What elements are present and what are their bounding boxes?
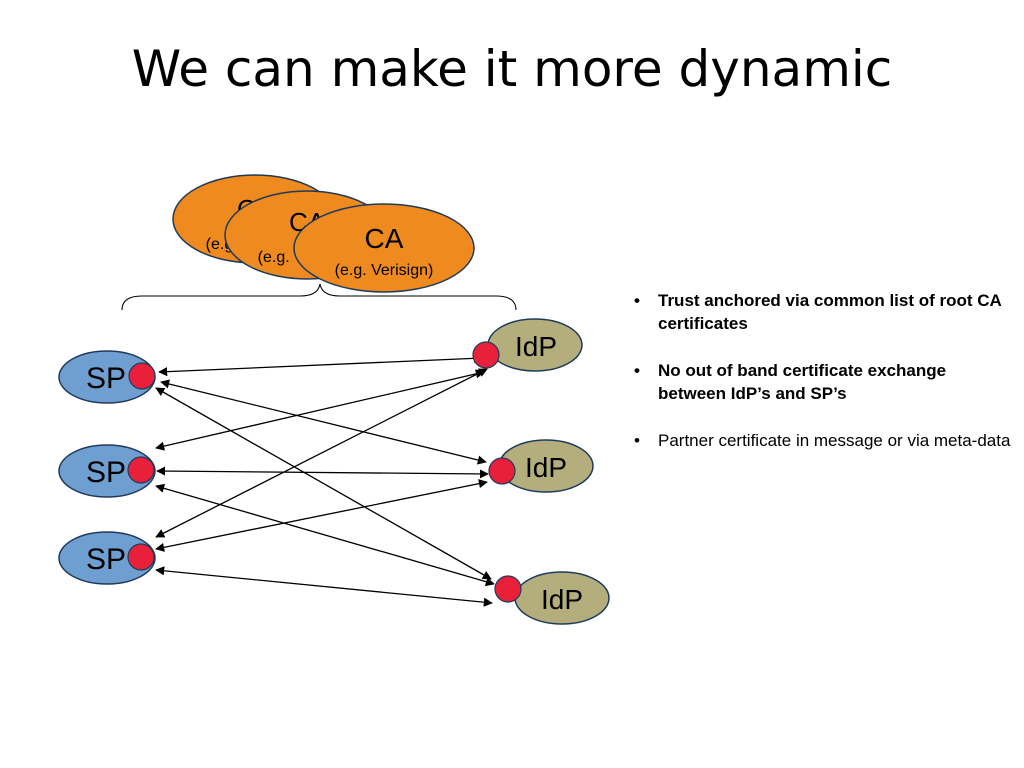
arrow-sp2-idp3 (155, 483, 495, 587)
arrow-sp2-idp2 (156, 466, 489, 479)
sp-node-1: SP (58, 350, 156, 404)
idp-node-3-label: IdP (541, 584, 583, 615)
sp-node-2-connector (127, 456, 155, 484)
ca-node-3: CA (e.g. Verisign) (293, 203, 475, 293)
idp-node-1-connector (472, 341, 500, 369)
bullet-item: • Partner certificate in message or via … (632, 429, 1012, 452)
sp-node-2: SP (58, 444, 156, 498)
idp-node-1-label: IdP (515, 331, 557, 362)
idp-node-3: IdP (494, 571, 610, 625)
arrow-sp3-idp2 (155, 479, 488, 552)
sp-node-3: SP (58, 531, 156, 585)
arrow-sp3-idp1 (155, 368, 488, 538)
sp-node-2-label: SP (86, 456, 126, 489)
bullet-item: • Trust anchored via common list of root… (632, 289, 1012, 335)
arrow-sp1-idp3 (155, 387, 492, 580)
bullet-marker: • (634, 291, 640, 310)
bullet-text: No out of band certificate exchange betw… (658, 361, 947, 403)
bullet-text: Trust anchored via common list of root C… (658, 291, 1002, 333)
idp-node-1: IdP (472, 318, 583, 372)
sp-node-1-connector (128, 362, 156, 390)
bullet-item: • No out of band certificate exchange be… (632, 359, 1012, 405)
bullet-marker: • (634, 361, 640, 380)
sp-node-1-label: SP (86, 362, 126, 395)
ca-brace (121, 283, 517, 311)
idp-node-2-connector (488, 457, 516, 485)
idp-node-2: IdP (488, 439, 594, 493)
bullet-list: • Trust anchored via common list of root… (632, 289, 1012, 476)
idp-node-3-connector (494, 575, 522, 603)
bullet-marker: • (634, 431, 640, 450)
trust-arrows (155, 353, 495, 607)
bullet-text: Partner certificate in message or via me… (658, 431, 1011, 450)
ca-node-3-label: CA (365, 223, 404, 254)
sp-node-3-label: SP (86, 543, 126, 576)
sp-node-3-connector (127, 543, 155, 571)
arrow-sp3-idp3 (155, 566, 493, 607)
idp-node-2-label: IdP (525, 452, 567, 483)
ca-node-3-sub: (e.g. Verisign) (335, 262, 434, 279)
arrow-sp2-idp1 (155, 369, 485, 451)
arrow-sp1-idp1 (158, 353, 483, 377)
slide-title: We can make it more dynamic (131, 40, 893, 98)
